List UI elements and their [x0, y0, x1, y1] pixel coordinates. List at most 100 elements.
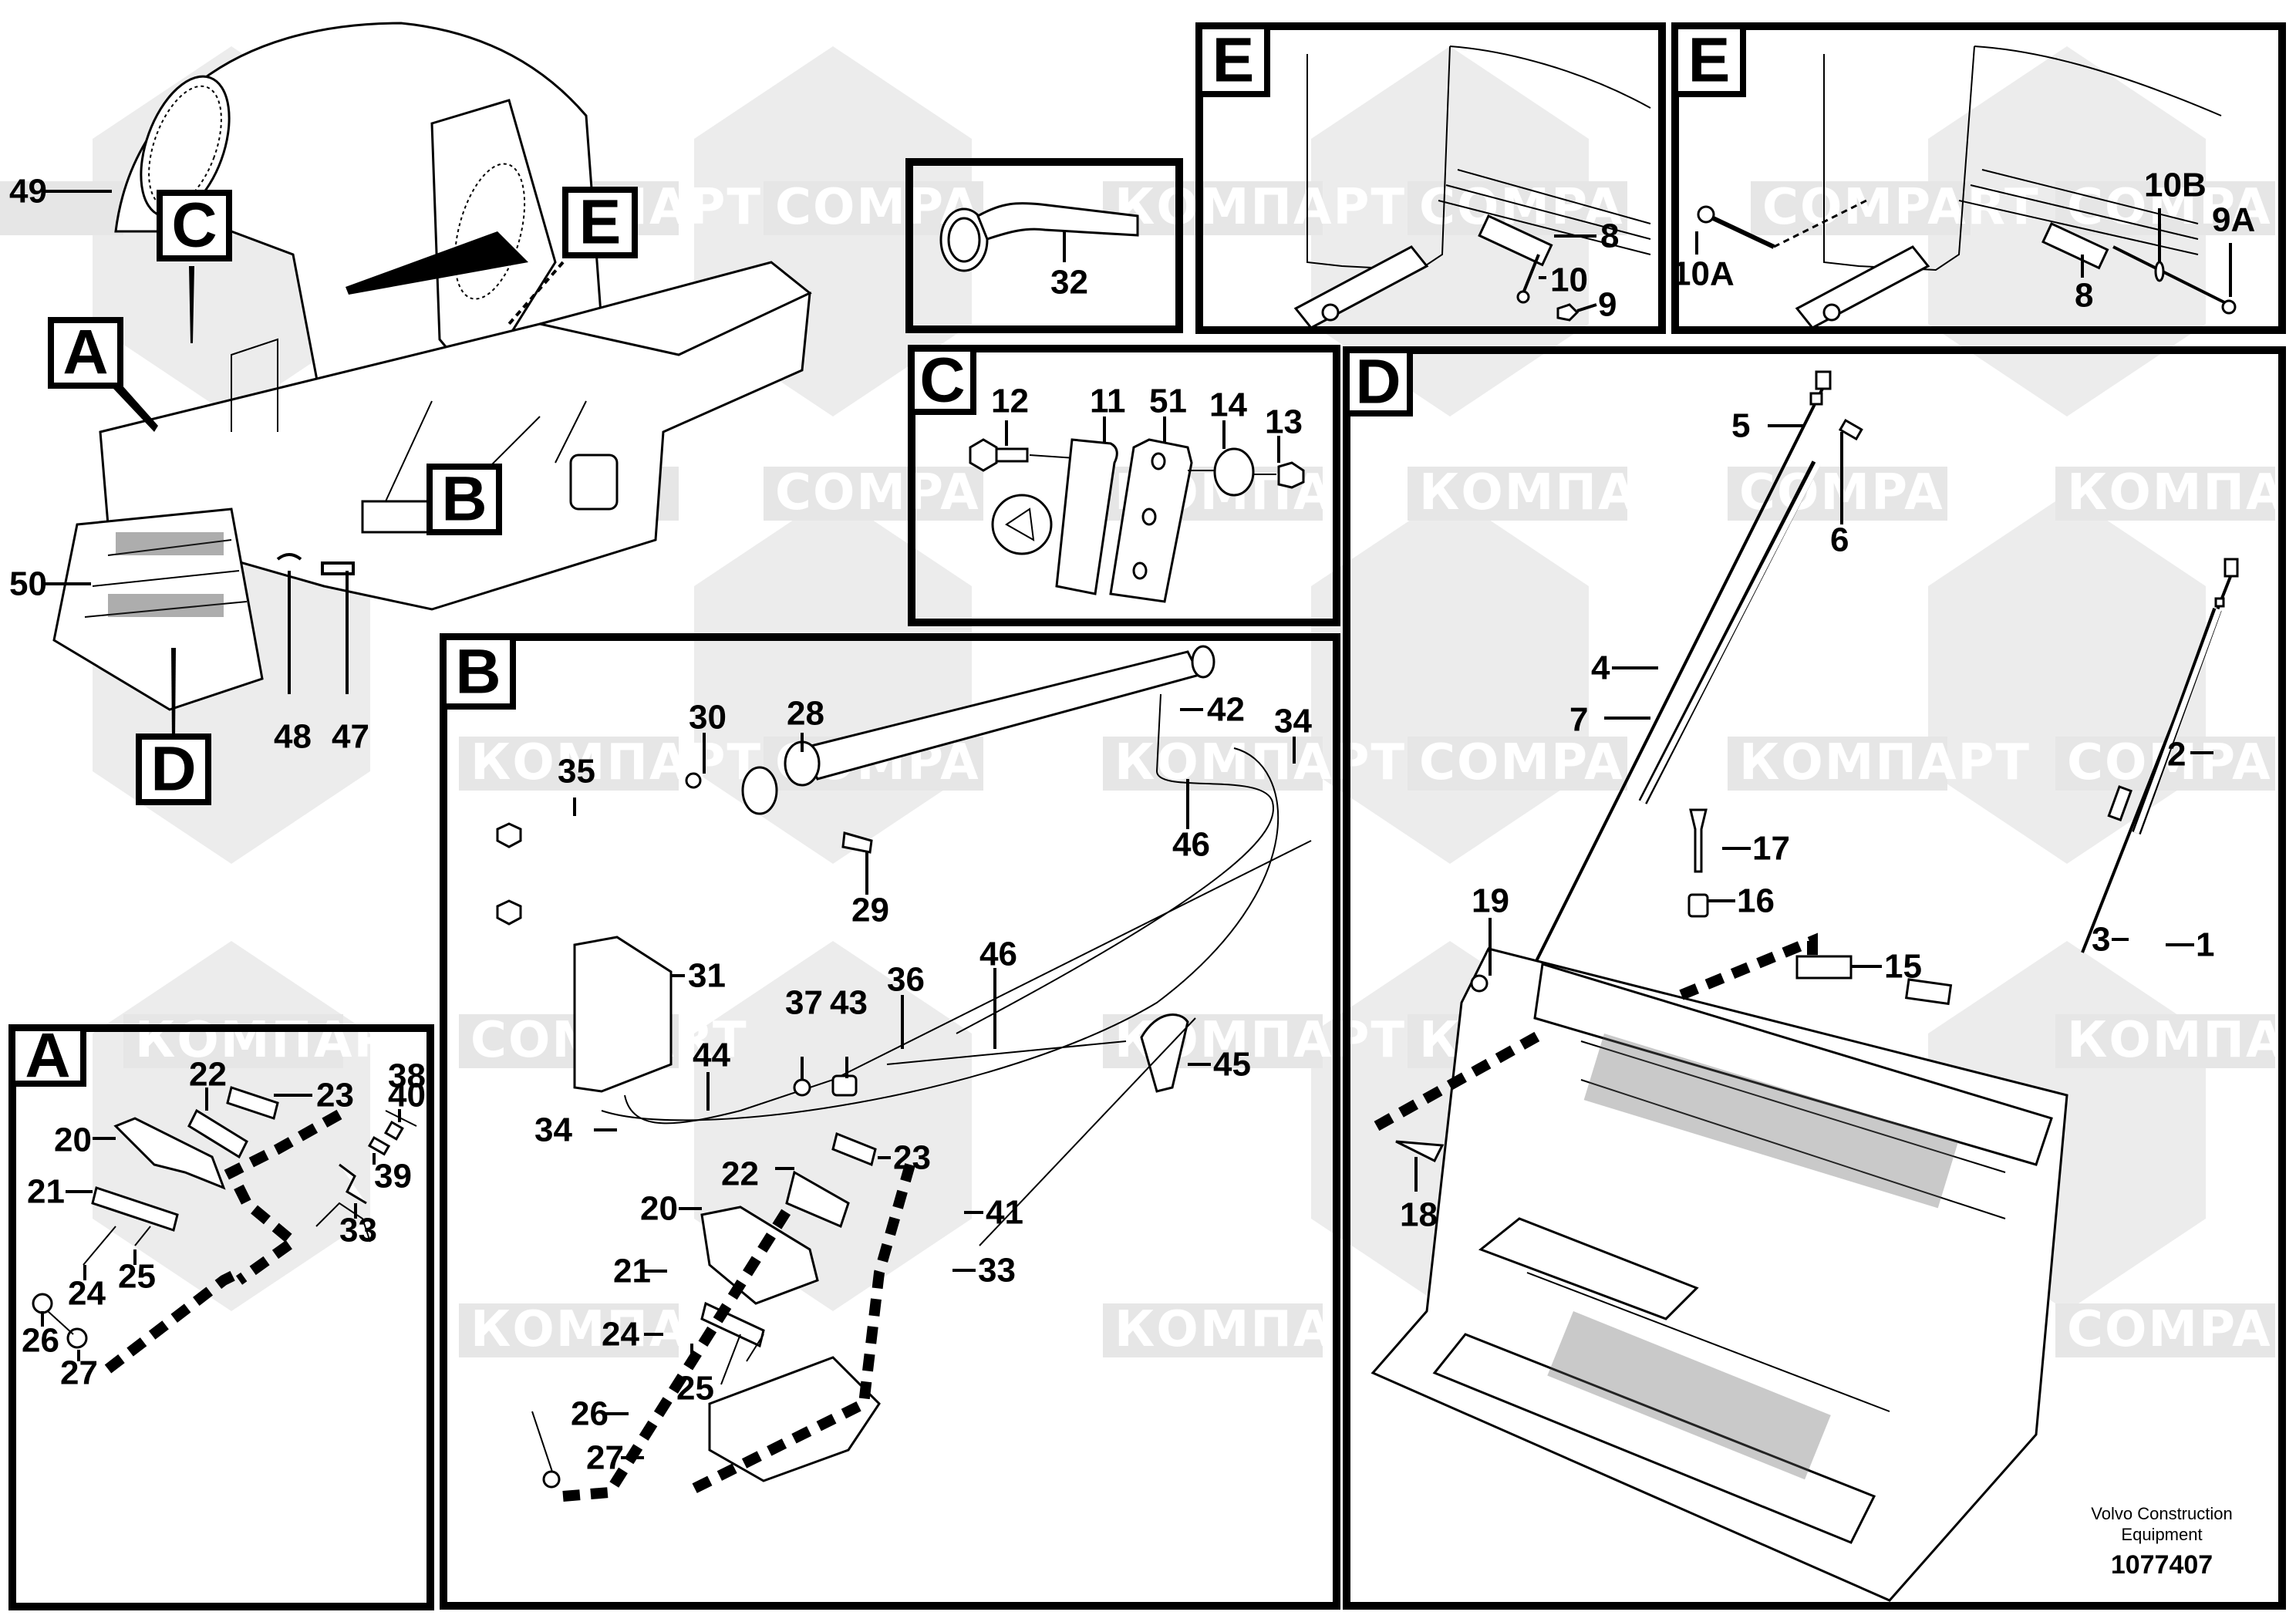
- dashed-route: [1374, 932, 1818, 1131]
- part-number-50: 50: [9, 565, 47, 603]
- footer-manufacturer-line2: Equipment: [2121, 1525, 2202, 1544]
- tube-45: [1140, 1013, 1189, 1093]
- part-number-35: 35: [558, 753, 595, 791]
- label-3: [2107, 785, 2132, 821]
- overview-callout-C[interactable]: C: [157, 190, 232, 261]
- part-number-20-A: 20: [54, 1121, 92, 1159]
- nut-27: [542, 1470, 561, 1489]
- part-number-22: 22: [721, 1155, 759, 1193]
- part-number-31: 31: [688, 957, 726, 995]
- top-step: [1533, 963, 2053, 1166]
- part-number-24: 24: [602, 1316, 639, 1354]
- box-wrench: [976, 202, 1139, 241]
- bracket-20-A: [113, 1117, 226, 1190]
- part-number-25: 25: [676, 1370, 714, 1408]
- bolt-25-A: [134, 1226, 151, 1246]
- part-number-41: 41: [986, 1194, 1023, 1232]
- part-number-3: 3: [2092, 921, 2110, 959]
- panel-E2-frame: [1671, 22, 2286, 334]
- valve-block-31: [573, 936, 673, 1093]
- part-number-38: 38: [388, 1057, 426, 1095]
- bracket-21-A: [91, 1186, 179, 1232]
- part-number-32: 32: [1050, 264, 1088, 302]
- bolt-26: [531, 1411, 556, 1482]
- part-number-45: 45: [1213, 1046, 1251, 1084]
- part-number-25-A: 25: [118, 1258, 156, 1296]
- watermark-text: КОМПАРТ: [2067, 1012, 2296, 1069]
- part-number-23: 23: [893, 1139, 931, 1177]
- overview-callout-D[interactable]: D: [136, 733, 211, 805]
- callout-A-label: A: [62, 318, 108, 388]
- part-number-36: 36: [887, 961, 925, 999]
- part-number-47: 47: [332, 718, 369, 756]
- bolt-17: [1689, 808, 1708, 873]
- part-number-10B: 10B: [2144, 167, 2207, 204]
- part-number-9A: 9A: [2212, 201, 2255, 239]
- part-number-24-A: 24: [68, 1275, 106, 1313]
- callout-D-label: D: [150, 734, 196, 804]
- overview-machine: [42, 22, 812, 740]
- panel-D: D: [1343, 346, 2286, 1610]
- panel-E2-tag: E: [1688, 25, 1731, 96]
- part-number-27: 27: [586, 1439, 624, 1477]
- panel-tool: 32: [905, 158, 1183, 333]
- bottom-step: [1432, 1333, 1876, 1544]
- panel-B-frame: [440, 633, 1340, 1610]
- watermark-text: КОМПАРТ: [470, 734, 762, 791]
- gas-strut-4: [1522, 377, 1829, 988]
- part-number-29: 29: [851, 892, 889, 929]
- panel-C: C 12 11 51 14 13: [908, 345, 1340, 626]
- dashed-route-A: [104, 1109, 342, 1374]
- part-number-46-upper: 46: [1172, 826, 1210, 864]
- overview-callout-A[interactable]: A: [48, 317, 123, 389]
- panel-C-frame: [908, 345, 1340, 626]
- bolt-24: [720, 1334, 741, 1385]
- middle-step: [1478, 1217, 1699, 1320]
- part-number-33: 33: [978, 1252, 1016, 1290]
- overview-callout-B[interactable]: B: [426, 464, 502, 535]
- part-number-17: 17: [1752, 830, 1790, 868]
- overview-callout-E[interactable]: E: [562, 187, 638, 258]
- part-number-10A: 10A: [1672, 255, 1735, 293]
- part-number-43: 43: [830, 984, 868, 1022]
- panel-D-frame: [1343, 346, 2286, 1610]
- part-number-51: 51: [1149, 383, 1187, 420]
- hose-33: [979, 1017, 1196, 1246]
- part-number-21: 21: [613, 1253, 651, 1290]
- part-number-42: 42: [1207, 691, 1245, 729]
- part-number-48: 48: [274, 718, 312, 756]
- watermark-text: COMPART: [1739, 464, 2017, 521]
- panel-A-tag: A: [25, 1021, 70, 1091]
- part-number-44: 44: [693, 1037, 730, 1074]
- part-number-27-A: 27: [60, 1354, 98, 1392]
- footer-drawing-number: 1077407: [2111, 1550, 2213, 1580]
- panel-E1-tag: E: [1212, 25, 1255, 96]
- part-number-7: 7: [1569, 701, 1588, 739]
- part-number-11: 11: [1090, 383, 1126, 420]
- bolt-25: [746, 1334, 764, 1362]
- watermark-text: КОМПАРТ: [2067, 464, 2296, 521]
- part-number-2: 2: [2167, 736, 2186, 774]
- watermark-text: КОМПАРТ: [1114, 1301, 1406, 1358]
- watermark-text: COMPART: [2067, 179, 2296, 236]
- watermark-text: COMPART: [2067, 734, 2296, 791]
- part-number-26-A: 26: [22, 1322, 59, 1360]
- part-number-39: 39: [374, 1158, 412, 1195]
- bolt-24-A: [83, 1226, 116, 1266]
- watermark-text: COMPART: [1419, 179, 1697, 236]
- callout-C-label: C: [171, 191, 217, 261]
- bracket-43: [831, 1074, 858, 1097]
- pointer-C: [189, 266, 194, 343]
- pointer-E: [507, 261, 565, 325]
- bolt-18: [1395, 1140, 1445, 1163]
- part-number-1: 1: [2196, 926, 2214, 964]
- part-number-22-A: 22: [189, 1056, 227, 1094]
- part-number-30: 30: [689, 699, 727, 737]
- plate-22: [785, 1170, 850, 1229]
- washer-14: [1213, 447, 1255, 497]
- part-number-40: 40: [388, 1077, 426, 1114]
- switch-knob: [991, 494, 1053, 555]
- callout-B-label: B: [441, 464, 487, 534]
- watermark-text: КОМПАРТ: [1419, 464, 1711, 521]
- part-number-8-E2: 8: [2075, 277, 2093, 315]
